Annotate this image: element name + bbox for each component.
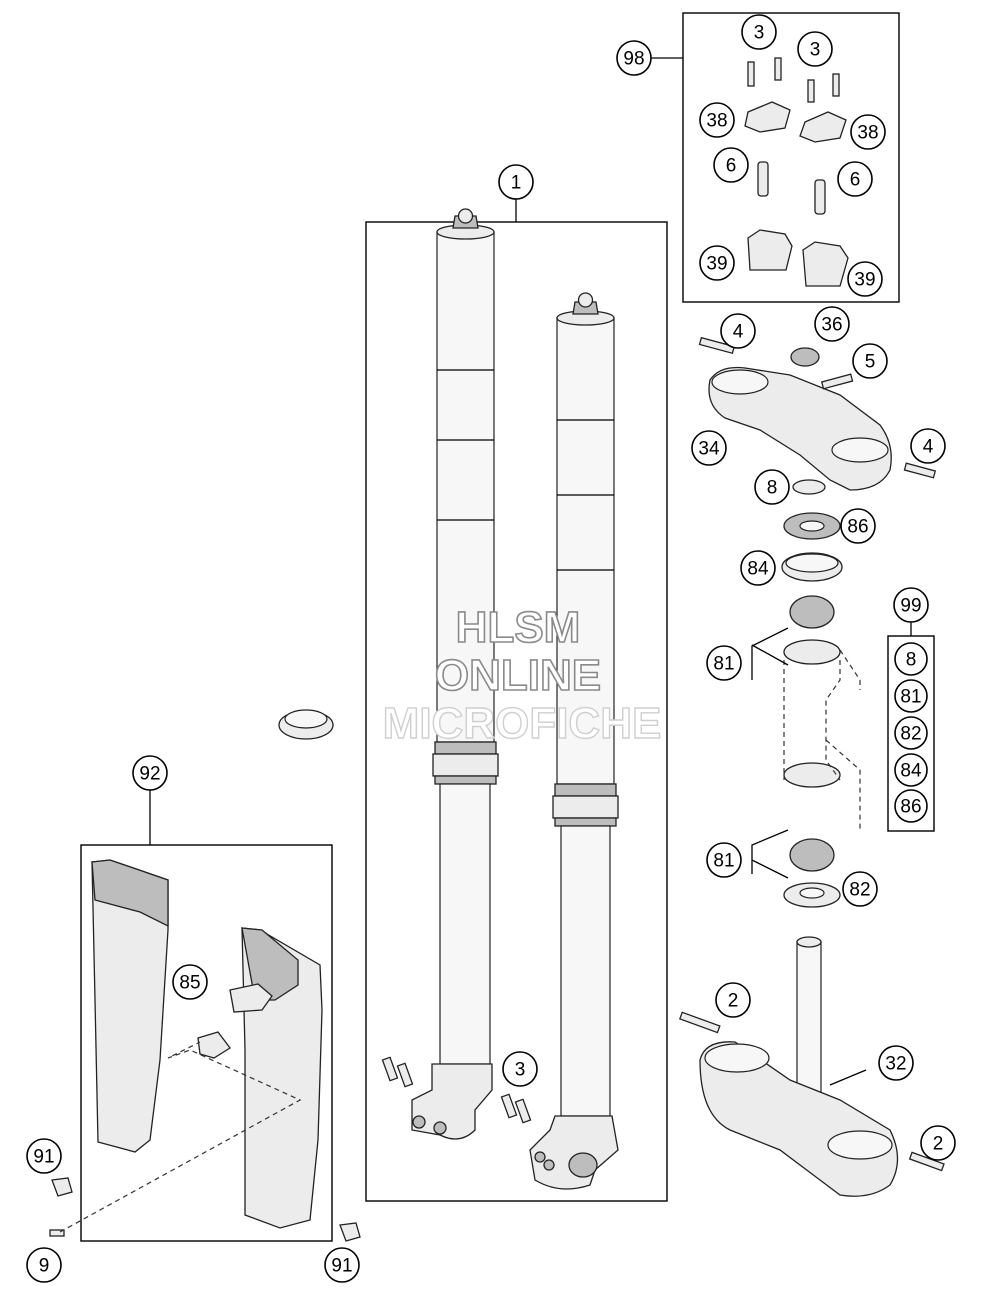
callout-4[interactable]: 4 — [720, 313, 756, 349]
callout-5[interactable]: 5 — [852, 343, 888, 379]
svg-text:81: 81 — [900, 687, 921, 708]
callout-81[interactable]: 81 — [706, 842, 742, 878]
svg-text:32: 32 — [885, 1054, 906, 1075]
watermark-line3: MICROFICHE — [383, 699, 662, 748]
svg-text:39: 39 — [706, 254, 727, 275]
svg-text:4: 4 — [733, 322, 744, 343]
callout-82[interactable]: 82 — [842, 871, 878, 907]
svg-text:81: 81 — [713, 654, 734, 675]
upper-triple-clamp — [698, 336, 937, 495]
svg-text:36: 36 — [821, 315, 842, 336]
fork-guard-box — [80, 844, 333, 1242]
lower-triple-clamp — [679, 936, 945, 1197]
callout-86[interactable]: 86 — [840, 508, 876, 544]
callout-81[interactable]: 81 — [706, 645, 742, 681]
kit-99-item-3[interactable]: 82 — [894, 716, 928, 750]
svg-text:5: 5 — [865, 352, 876, 373]
svg-text:3: 3 — [515, 1060, 526, 1081]
svg-text:2: 2 — [728, 991, 739, 1012]
svg-text:9: 9 — [39, 1256, 50, 1277]
fork-guard-parts — [49, 859, 361, 1242]
callout-3[interactable]: 3 — [797, 31, 833, 67]
callout-39[interactable]: 39 — [699, 245, 735, 281]
svg-text:6: 6 — [850, 170, 861, 191]
callout-3[interactable]: 3 — [502, 1051, 538, 1087]
callout-leaders — [149, 57, 912, 1086]
svg-text:3: 3 — [810, 40, 821, 61]
svg-text:99: 99 — [900, 596, 921, 617]
callout-91[interactable]: 91 — [324, 1247, 360, 1283]
svg-text:86: 86 — [900, 797, 921, 818]
svg-text:81: 81 — [713, 851, 734, 872]
svg-text:39: 39 — [854, 270, 875, 291]
watermark-line1: HLSM — [456, 603, 581, 652]
svg-text:2: 2 — [933, 1134, 944, 1155]
callout-6[interactable]: 6 — [837, 161, 873, 197]
callout-38[interactable]: 38 — [850, 114, 886, 150]
callout-32[interactable]: 32 — [878, 1045, 914, 1081]
fork-bottom-bolts — [381, 1056, 532, 1124]
loose-ring-part — [278, 709, 334, 740]
callout-6[interactable]: 6 — [713, 147, 749, 183]
callout-39[interactable]: 39 — [847, 261, 883, 297]
callout-92[interactable]: 92 — [132, 755, 168, 791]
steering-head-outline — [783, 649, 861, 830]
clamp-kit-parts — [744, 57, 849, 287]
svg-text:98: 98 — [623, 49, 644, 70]
svg-text:38: 38 — [706, 111, 727, 132]
callout-2[interactable]: 2 — [920, 1125, 956, 1161]
svg-text:82: 82 — [849, 880, 870, 901]
callout-2[interactable]: 2 — [715, 982, 751, 1018]
svg-text:84: 84 — [747, 559, 769, 580]
svg-text:8: 8 — [767, 478, 778, 499]
callouts: 1 98 3 3 38 38 6 6 39 39 4 36 5 34 4 8 8… — [26, 14, 956, 1283]
svg-text:92: 92 — [139, 764, 160, 785]
callout-85[interactable]: 85 — [172, 964, 208, 1000]
callout-36[interactable]: 36 — [814, 306, 850, 342]
svg-text:1: 1 — [511, 173, 522, 194]
callout-84[interactable]: 84 — [740, 550, 776, 586]
svg-text:4: 4 — [923, 437, 934, 458]
svg-text:3: 3 — [754, 23, 765, 44]
kit-99-item-5[interactable]: 86 — [894, 789, 928, 823]
kit-99-item-2[interactable]: 81 — [894, 679, 928, 713]
svg-text:82: 82 — [900, 724, 921, 745]
svg-text:8: 8 — [906, 650, 917, 671]
callout-91[interactable]: 91 — [26, 1138, 62, 1174]
svg-text:91: 91 — [33, 1147, 54, 1168]
svg-text:6: 6 — [726, 156, 737, 177]
left-fork-leg — [411, 208, 499, 1140]
callout-9[interactable]: 9 — [26, 1247, 62, 1283]
svg-text:86: 86 — [847, 517, 868, 538]
svg-text:84: 84 — [900, 761, 922, 782]
callout-3[interactable]: 3 — [741, 14, 777, 50]
callout-34[interactable]: 34 — [691, 430, 727, 466]
svg-text:38: 38 — [857, 123, 878, 144]
callout-1[interactable]: 1 — [498, 164, 534, 200]
watermark-line2: ONLINE — [435, 651, 601, 700]
svg-text:34: 34 — [698, 439, 720, 460]
callout-4[interactable]: 4 — [910, 428, 946, 464]
callout-38[interactable]: 38 — [699, 102, 735, 138]
svg-text:91: 91 — [331, 1256, 352, 1277]
right-fork-leg — [529, 292, 619, 1190]
steering-bearing-parts — [781, 512, 843, 908]
watermark: HLSM ONLINE MICROFICHE — [382, 602, 662, 749]
callout-98[interactable]: 98 — [616, 40, 652, 76]
kit-99-item-1[interactable]: 8 — [894, 642, 928, 676]
kit-99-item-4[interactable]: 84 — [894, 753, 928, 787]
svg-text:85: 85 — [179, 973, 200, 994]
callout-99[interactable]: 99 — [893, 587, 929, 623]
callout-8[interactable]: 8 — [754, 469, 790, 505]
clamp-kit-box — [682, 12, 900, 303]
